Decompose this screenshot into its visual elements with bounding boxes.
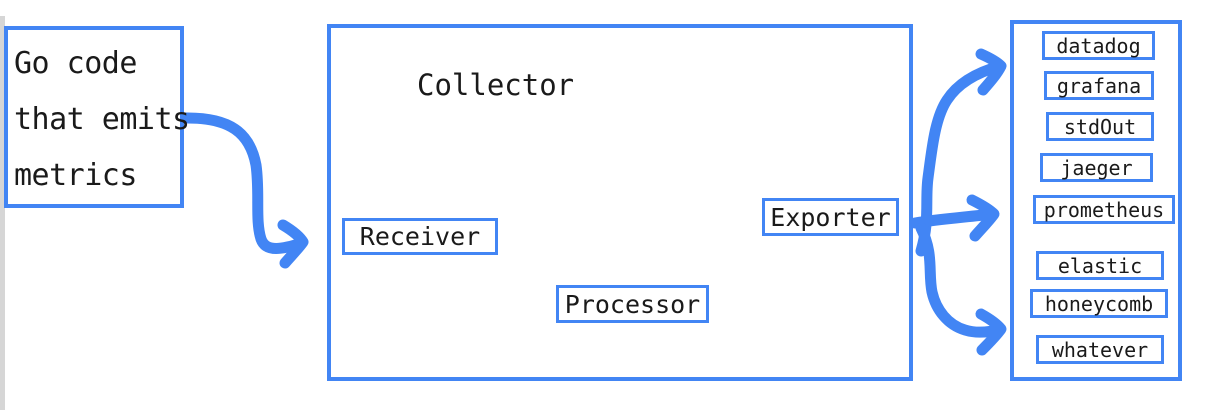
go-code-line-2: that emits xyxy=(14,102,190,137)
arrow-branch-middle xyxy=(909,194,1000,242)
processor-box: Processor xyxy=(556,285,709,323)
destination-datadog: datadog xyxy=(1042,31,1155,60)
go-code-line-1: Go code xyxy=(14,46,137,81)
go-code-source-box: Go code that emits metrics xyxy=(4,26,190,208)
arrow-branch-upper xyxy=(915,48,1007,257)
collector-title: Collector xyxy=(417,68,575,102)
destination-jaeger: jaeger xyxy=(1040,153,1153,182)
destination-honeycomb: honeycomb xyxy=(1030,289,1168,318)
page-left-gutter xyxy=(0,0,5,410)
destination-prometheus: prometheus xyxy=(1033,195,1175,224)
destination-whatever: whatever xyxy=(1036,335,1164,364)
exporter-box: Exporter xyxy=(762,198,899,236)
arrow-branch-lower xyxy=(915,222,1007,356)
go-code-line-3: metrics xyxy=(14,158,137,193)
page-gutter-cap xyxy=(0,0,5,16)
destination-stdout: stdOut xyxy=(1046,112,1154,141)
destination-grafana: grafana xyxy=(1044,71,1154,100)
receiver-box: Receiver xyxy=(342,218,498,255)
destination-elastic: elastic xyxy=(1036,251,1164,280)
arrow-source-to-receiver xyxy=(178,112,309,269)
